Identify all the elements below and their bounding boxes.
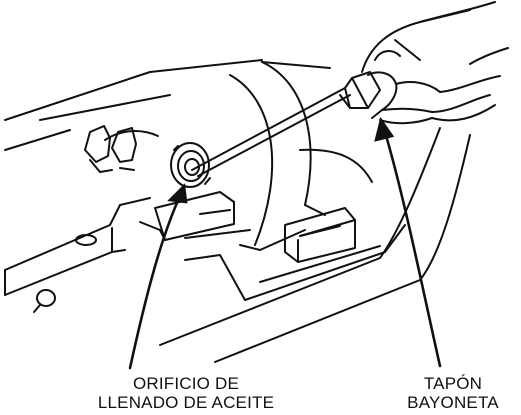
pedestal	[284, 207, 356, 263]
oil-fill-hole-label-line1: ORIFICIO DE	[132, 374, 240, 393]
mount-plate	[139, 191, 251, 241]
hand-illustration	[361, 1, 509, 125]
bayonet-arrow	[374, 116, 442, 368]
base-rails	[184, 224, 406, 301]
oil-fill-hole-label: ORIFICIO DE LLENADO DE ACEITE	[86, 374, 286, 412]
fender-lines	[159, 127, 471, 363]
drum	[229, 61, 373, 251]
oil-fill-arrow	[128, 183, 188, 370]
oil-fill-hole	[170, 142, 211, 188]
bayonet-cap-label-line2: BAYONETA	[407, 393, 499, 412]
housing-lugs	[84, 125, 137, 173]
dipstick	[191, 71, 381, 177]
bayonet-cap-label: TAPÓN BAYONETA	[388, 374, 518, 412]
engine-housing	[4, 59, 263, 313]
bayonet-cap-label-line1: TAPÓN	[423, 374, 483, 393]
oil-fill-hole-label-line2: LLENADO DE ACEITE	[97, 393, 275, 412]
